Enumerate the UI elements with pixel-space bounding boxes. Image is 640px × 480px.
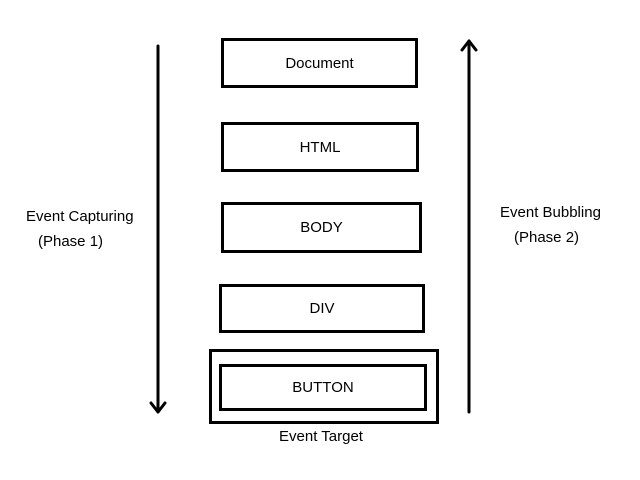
document-label: Document [285, 54, 354, 72]
bubbling-arrow-icon [460, 39, 478, 414]
div-label: DIV [309, 300, 335, 317]
body-label: BODY [300, 219, 343, 236]
event-target-label: Event Target [279, 428, 363, 445]
button-label: BUTTON [292, 379, 354, 396]
capturing-title: Event Capturing [26, 208, 134, 225]
bubbling-phase-label: Event Bubbling (Phase 2) [500, 200, 601, 250]
event-target-frame [209, 349, 439, 424]
bubbling-phase-number: (Phase 2) [514, 229, 580, 246]
button-box: BUTTON [219, 364, 427, 411]
document-box: Document [221, 38, 418, 88]
html-label: HTML [299, 138, 341, 156]
div-box: DIV [219, 284, 425, 333]
capturing-arrow-icon [149, 44, 167, 414]
bubbling-title: Event Bubbling [500, 204, 601, 221]
capturing-phase-label: Event Capturing (Phase 1) [26, 204, 134, 254]
html-box: HTML [221, 122, 419, 172]
capturing-phase-number: (Phase 1) [38, 233, 104, 250]
body-box: BODY [221, 202, 422, 253]
